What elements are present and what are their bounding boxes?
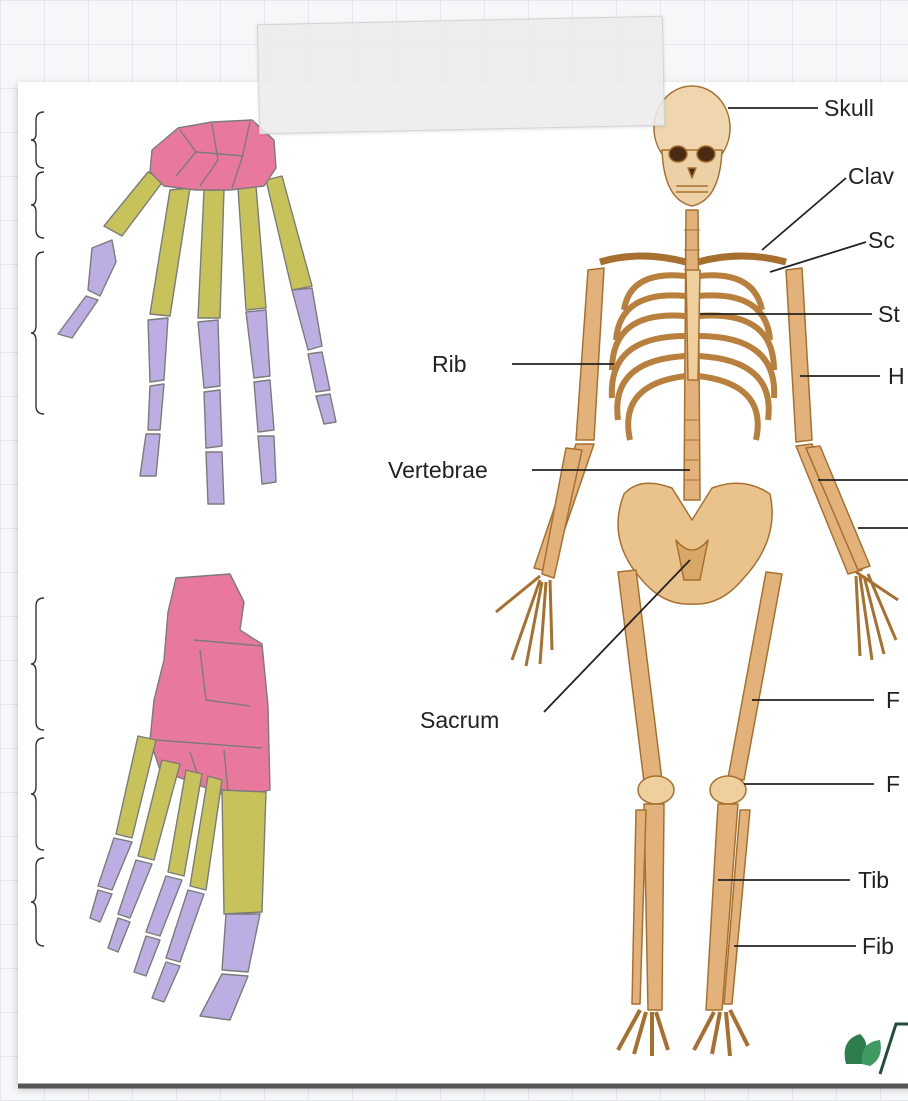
sternum-shape — [686, 270, 700, 380]
label-scapula: Sc — [868, 227, 895, 253]
label-rib: Rib — [432, 351, 467, 377]
label-clavicle: Clav — [848, 163, 895, 189]
label-sacrum: Sacrum — [420, 707, 499, 733]
label-skull: Skull — [824, 95, 874, 121]
label-femur: F — [886, 687, 900, 713]
label-vertebrae: Vertebrae — [388, 457, 488, 483]
label-humerus: H — [888, 363, 905, 389]
tape-strip — [257, 16, 665, 134]
label-tibia: Tib — [858, 867, 889, 893]
label-patella: F — [886, 771, 900, 797]
label-fibula: Fib — [862, 933, 894, 959]
label-sternum: St — [878, 301, 900, 327]
